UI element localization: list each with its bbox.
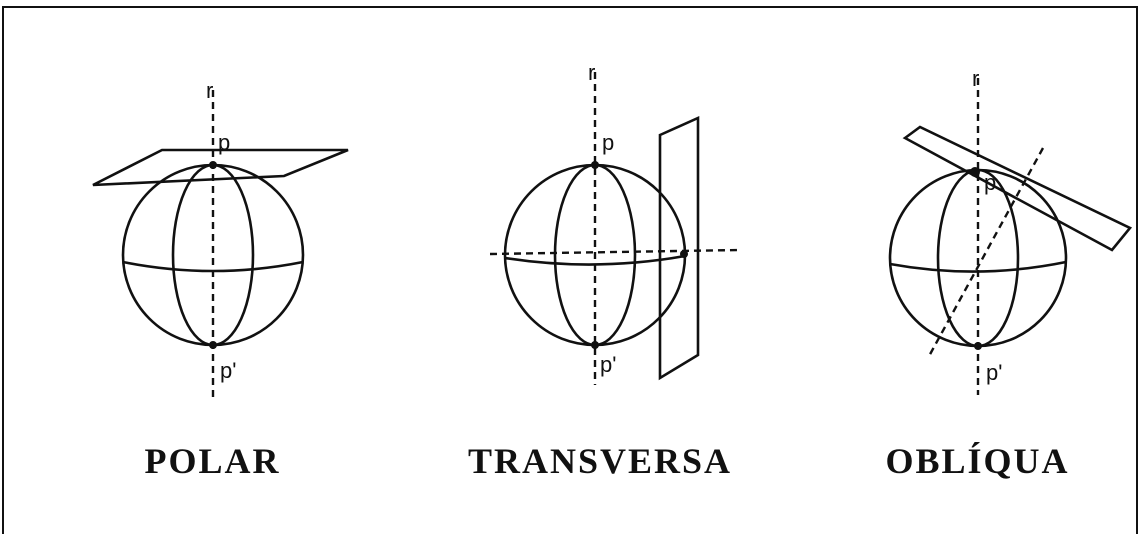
- transversa-horizontal-axis: [489, 248, 741, 256]
- obliqua-axis-label: r: [972, 66, 979, 91]
- transversa-tangent-plane: [658, 115, 700, 381]
- obliqua-label-p-prime: p': [986, 360, 1002, 385]
- obliqua-label-p: p: [984, 170, 996, 195]
- obliqua-point-p: [970, 167, 980, 177]
- obliqua-tangent-plane: [902, 125, 1133, 252]
- transversa-point-p: [591, 161, 599, 169]
- obliqua-label: OBLÍQUA: [885, 441, 1070, 481]
- transversa-label-p-prime: p': [600, 352, 616, 377]
- polar-point-p: [209, 161, 217, 169]
- polar-point-p-prime: [209, 341, 217, 349]
- obliqua-equator: [889, 260, 1067, 273]
- transversa-label: TRANSVERSA: [467, 441, 733, 481]
- transversa-axis-label: r: [588, 60, 595, 85]
- polar-equator: [122, 260, 304, 273]
- obliqua-point-p-prime: [974, 342, 982, 350]
- polar-axis-label: r: [206, 78, 213, 103]
- obliqua-diagram: r p p': [888, 66, 1133, 395]
- diagram-frame: [2, 6, 1138, 534]
- polar-label-p: p: [218, 130, 230, 155]
- transversa-label-p: p: [602, 130, 614, 155]
- polar-label: POLAR: [144, 441, 281, 481]
- transversa-equator: [504, 254, 686, 266]
- transversa-tangent-point: [680, 250, 688, 258]
- transversa-diagram: r p p': [489, 60, 741, 385]
- polar-label-p-prime: p': [220, 358, 236, 383]
- transversa-point-p-prime: [591, 341, 599, 349]
- polar-tangent-plane: [92, 148, 349, 187]
- polar-diagram: r p p': [92, 78, 349, 400]
